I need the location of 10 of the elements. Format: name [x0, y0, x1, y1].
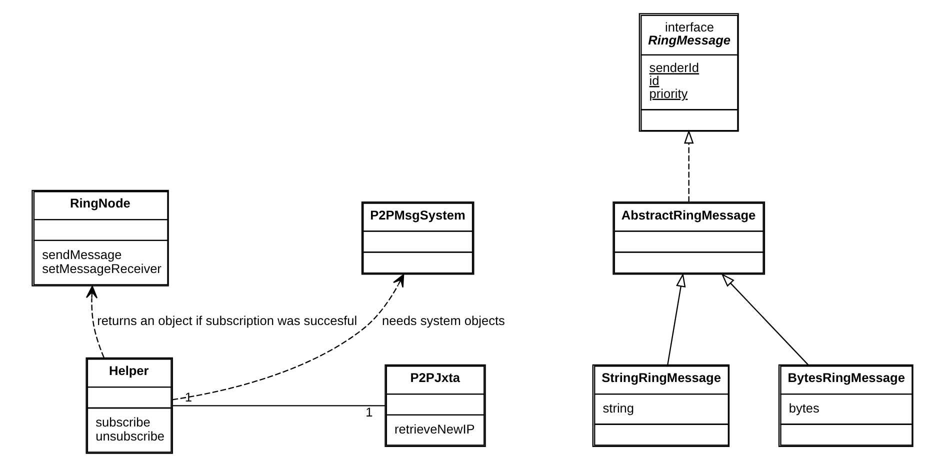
arrow	[684, 129, 694, 202]
arrow	[721, 272, 809, 365]
edge-label: needs system objects	[382, 312, 505, 328]
label: 1	[184, 389, 192, 404]
connector	[172, 404, 386, 406]
arrow	[172, 274, 404, 400]
label: 1	[366, 404, 373, 419]
edge-label: returns an object if subscription was succesful	[97, 312, 358, 328]
arrow	[86, 285, 104, 358]
arrow	[667, 272, 686, 365]
